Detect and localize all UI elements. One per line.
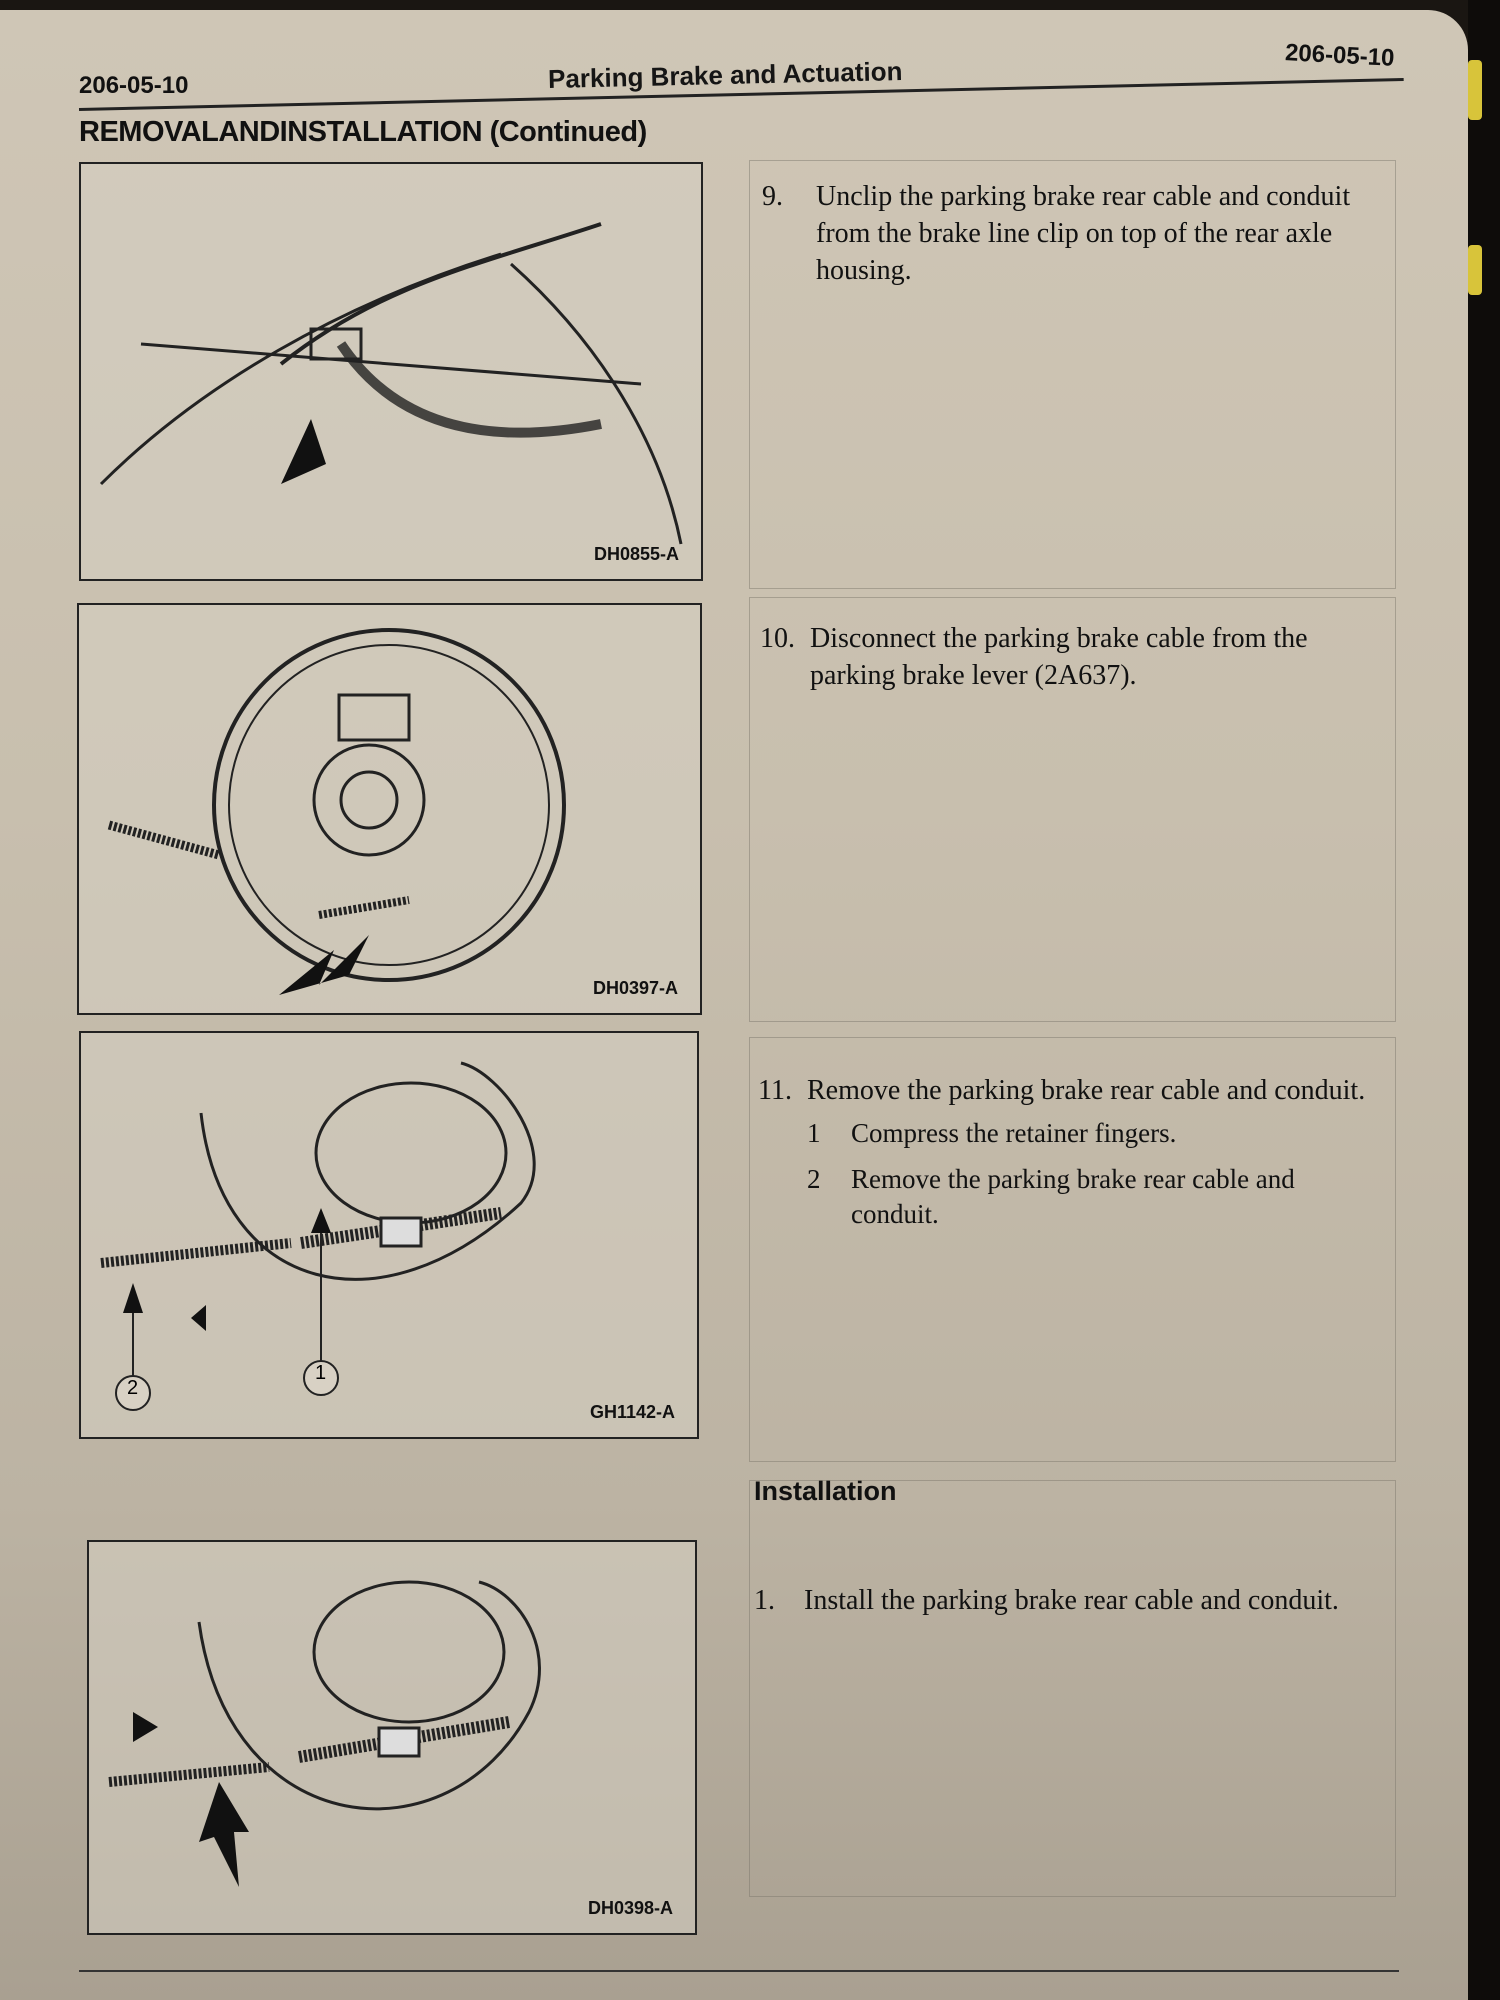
backing-plate-illustration [100,1061,536,1411]
footer-rule [79,1970,1399,1972]
substep-text: Compress the retainer fingers. [851,1118,1177,1148]
callout-2: 2 [127,1377,139,1399]
install-step-box [749,1480,1396,1897]
figure-brake-backing: DH0397-A [77,603,702,1015]
page-number-right: 206-05-10 [1284,39,1396,72]
book-edge [1468,0,1500,2000]
substep-1: 1 Compress the retainer fingers. [807,1116,1367,1151]
step-11-box [749,1037,1396,1462]
step-9-box [749,160,1396,589]
page-number-left: 206-05-10 [79,72,189,99]
cable-clip-illustration [99,222,683,545]
direction-arrow-icon [133,1712,158,1742]
step-10-box [749,597,1396,1022]
step-number: 10. [760,623,795,654]
step-number: 1. [754,1585,775,1616]
step-11: 11. Remove the parking brake rear cable … [758,1072,1398,1109]
substep-number: 2 [807,1164,821,1194]
brake-drum-illustration [107,628,566,995]
direction-arrow-icon [191,1305,206,1331]
figure-retainer-fingers: 2 1 GH1142-A [79,1031,699,1439]
page-tab [1468,245,1482,295]
step-text: Install the parking brake rear cable and… [804,1585,1339,1616]
install-step-1: 1. Install the parking brake rear cable … [754,1582,1394,1619]
manual-page: 206-05-10 Parking Brake and Actuation 20… [0,10,1468,2000]
step-text: Disconnect the parking brake cable from … [810,623,1308,691]
page-tab [1468,60,1482,120]
arrow-icon [199,1782,249,1887]
figure-install-cable: DH0398-A [87,1540,697,1935]
step-10: 10. Disconnect the parking brake cable f… [760,620,1360,694]
substep-2: 2 Remove the parking brake rear cable an… [807,1162,1357,1232]
figure-id: DH0855-A [593,544,679,564]
backing-plate-illustration [108,1580,541,1887]
figure-id: DH0397-A [592,978,678,998]
installation-heading: Installation [754,1476,897,1506]
step-number: 9. [762,181,783,212]
figure-id: DH0398-A [587,1898,673,1918]
callout-1: 1 [315,1362,327,1384]
figure-id: GH1142-A [589,1402,675,1422]
arrow-icon [281,419,326,484]
figure-cable-clip: DH0855-A [79,162,703,581]
step-number: 11. [758,1075,792,1106]
page-title: Parking Brake and Actuation [547,55,903,95]
section-heading: REMOVALANDINSTALLATION (Continued) [79,116,647,148]
step-text: Unclip the parking brake rear cable and … [816,181,1351,286]
arrow-icon [279,935,369,995]
substep-text: Remove the parking brake rear cable and … [851,1164,1295,1229]
step-text: Remove the parking brake rear cable and … [807,1075,1366,1106]
step-9: 9. Unclip the parking brake rear cable a… [762,178,1382,289]
substep-number: 1 [807,1118,821,1148]
